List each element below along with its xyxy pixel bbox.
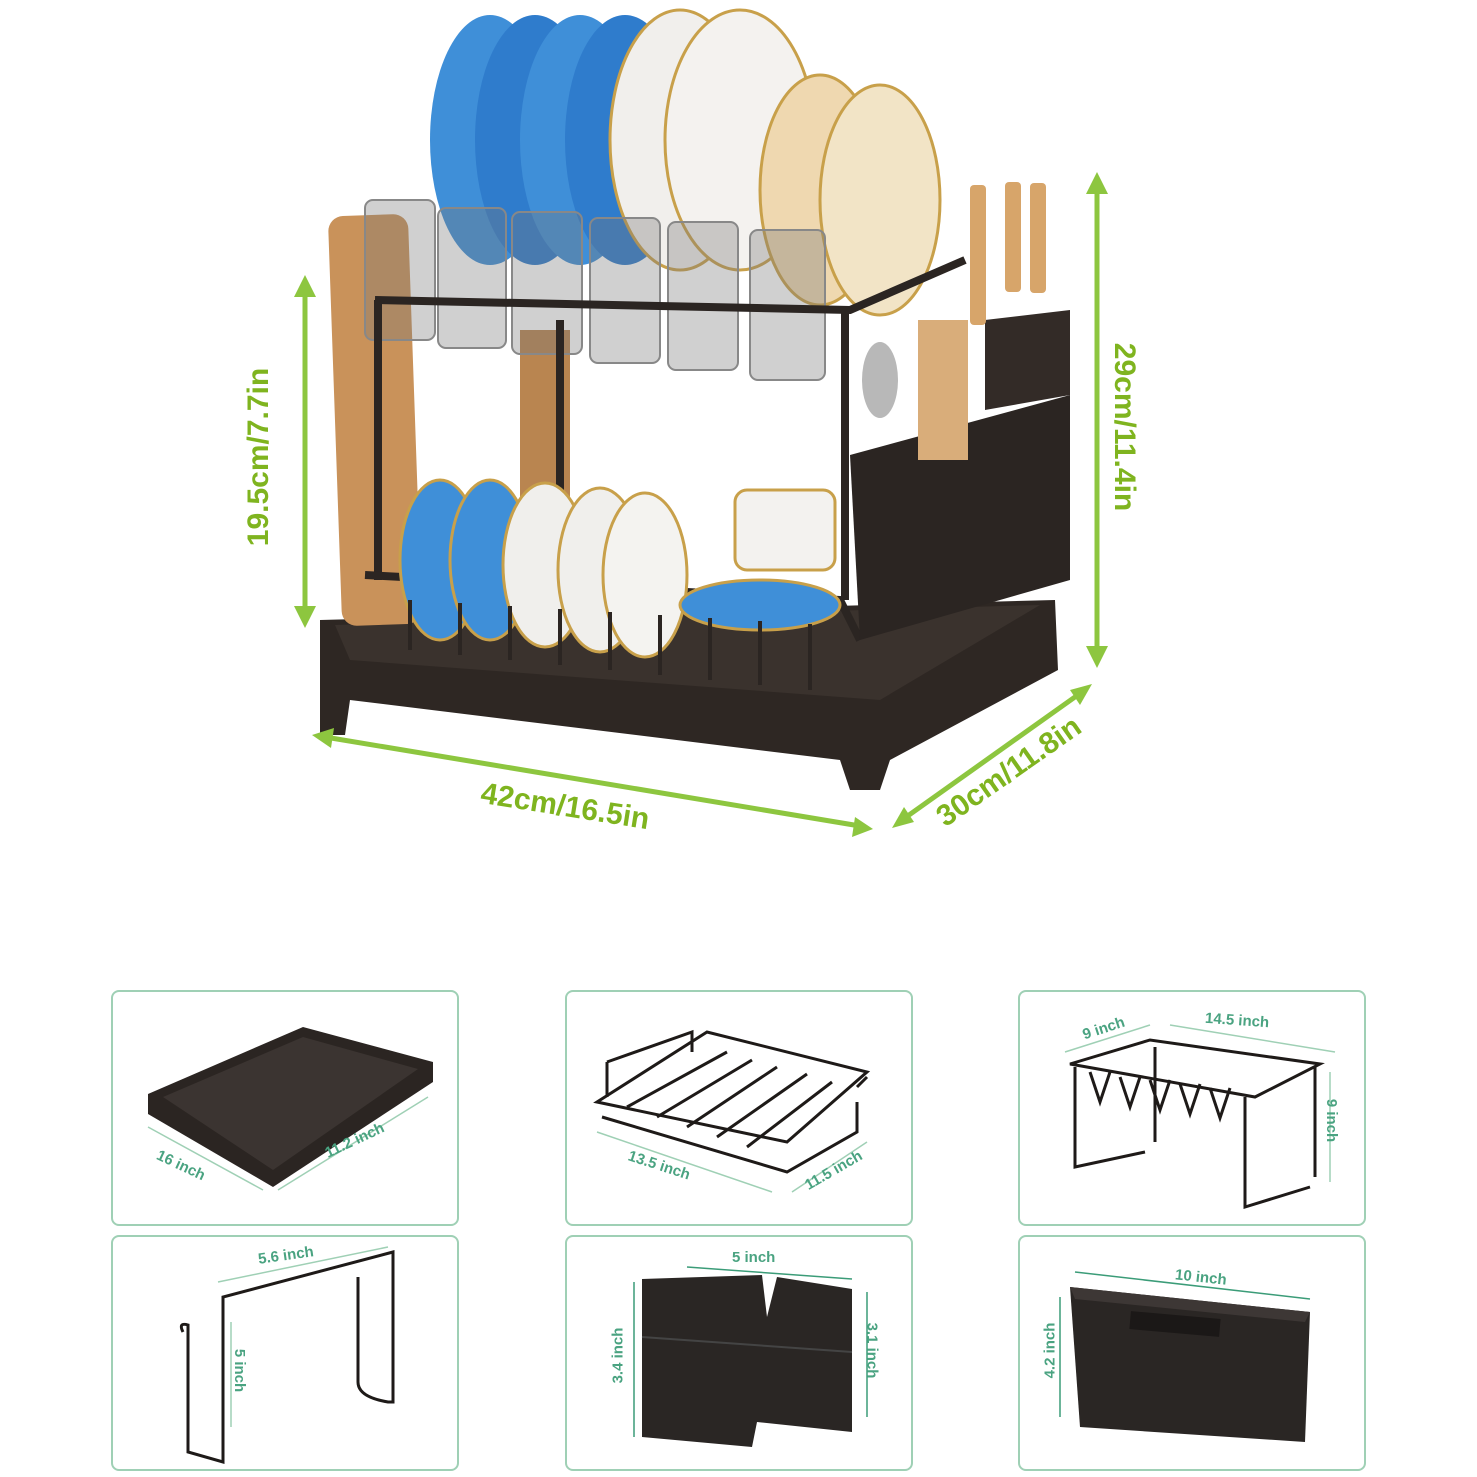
utensil-holder-height-label: 4.2 inch [1041, 1322, 1059, 1379]
part-panel-lower-basket: 13.5 inch 11.5 inch [565, 990, 913, 1226]
part-panel-upper-rack: 9 inch 14.5 inch 9 inch [1018, 990, 1366, 1226]
length-arrow [324, 734, 861, 829]
part-panel-utensil-holder: 10 inch 4.2 inch [1018, 1235, 1366, 1471]
total-height-label: 29cm/11.4in [1108, 342, 1142, 512]
knife-holder-right-height-label: 3.1 inch [863, 1322, 881, 1379]
upper-plates [430, 8, 942, 317]
lower-bowls [398, 478, 842, 659]
part-panel-drain-tray: 16 inch 11.2 inch [111, 990, 459, 1226]
hook-height-label: 5 inch [231, 1348, 249, 1393]
main-product-illustration: 19.5cm/7.7in 29cm/11.4in 42cm/16.5in 30c… [242, 8, 1142, 837]
part-panel-knife-holder: 5 inch 3.4 inch 3.1 inch [565, 1235, 913, 1471]
lower-height-label: 19.5cm/7.7in [242, 367, 276, 547]
knife-holder-width-label: 5 inch [732, 1249, 776, 1266]
part-panel-cutting-board-hook: 5.6 inch 5 inch [111, 1235, 459, 1471]
knife-holder-left-height-label: 3.4 inch [609, 1327, 627, 1384]
depth-arrow [900, 689, 1084, 823]
rack-height-label: 9 inch [1323, 1098, 1341, 1143]
